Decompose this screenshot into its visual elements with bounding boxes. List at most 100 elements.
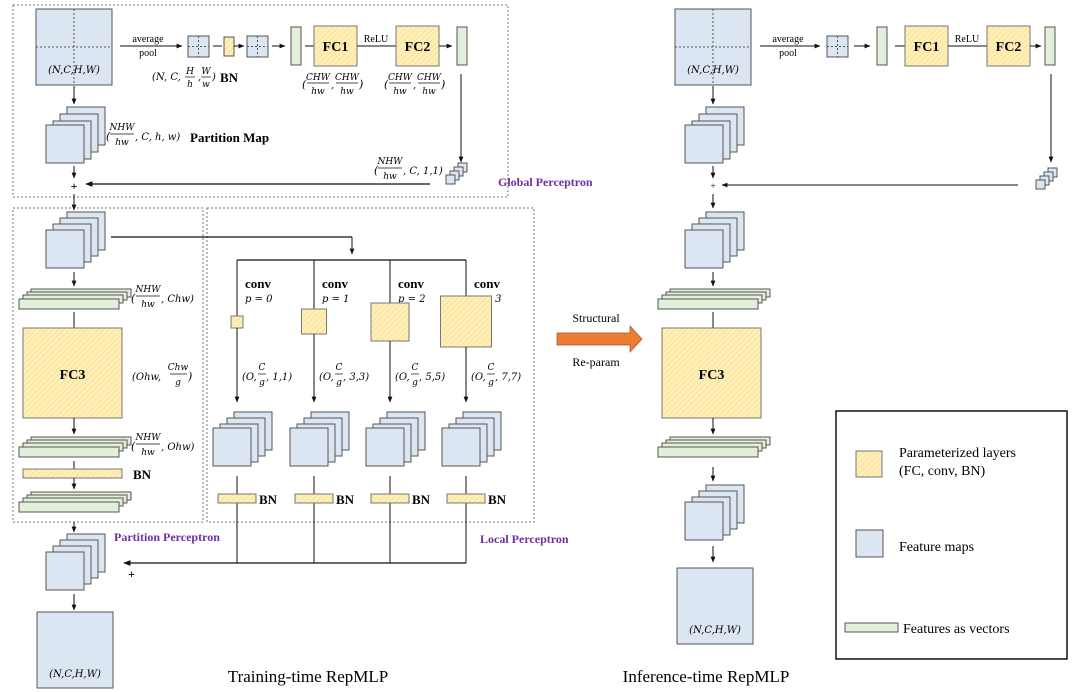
inference-partition-stack <box>684 106 745 164</box>
local-feature-stack <box>365 411 426 467</box>
kernel-shape-rest: , 3,3) <box>343 372 369 383</box>
conv-label: conv <box>474 276 501 291</box>
local-bn-layer <box>446 493 486 504</box>
training-output-stack <box>45 533 106 591</box>
inference-output-shape: (N,C,H,W) <box>689 625 741 636</box>
svg-text:hw: hw <box>141 448 155 458</box>
kernel-frac-num: C <box>336 363 343 373</box>
kernel-shape-rest: , 1,1) <box>266 372 292 383</box>
local-bn-label: BN <box>336 492 355 507</box>
partition-perceptron-label: Partition Perceptron <box>114 530 220 544</box>
conv-kernel-layer <box>440 295 492 348</box>
global-perceptron-label: Global Perceptron <box>498 175 593 189</box>
svg-text:,: , <box>413 80 416 91</box>
global-add-symbol: + <box>71 179 78 193</box>
inference-add-symbol: + <box>710 181 715 191</box>
svg-text:NHW: NHW <box>135 285 162 295</box>
global-bn-layer <box>223 36 235 57</box>
partition-map-label: Partition Map <box>190 130 269 145</box>
fc3-label: FC3 <box>60 368 86 383</box>
kernel-shape-prefix: (O, <box>242 372 257 383</box>
svg-text:, C, h, w): , C, h, w) <box>135 132 180 143</box>
svg-text:CHW: CHW <box>388 73 413 83</box>
kernel-frac-num: C <box>488 363 495 373</box>
global-vector-out <box>456 26 468 66</box>
inference-vector-stack-in <box>657 288 771 310</box>
pooled-h-den: h <box>187 80 193 90</box>
svg-text:(Ohw,: (Ohw, <box>132 372 161 383</box>
svg-text:hw: hw <box>393 87 407 97</box>
local-bn-layer <box>370 493 410 504</box>
conv-label: conv <box>398 276 425 291</box>
pooled-w-den: w <box>202 80 210 90</box>
partition-bn-label: BN <box>133 467 152 482</box>
inference-mid-stack <box>684 211 745 269</box>
svg-text:hw: hw <box>383 172 397 182</box>
inference-fc1-label: FC1 <box>914 40 940 55</box>
local-feature-stack <box>441 411 502 467</box>
global-vector-shape: ( NHW hw , C, 1,1) <box>374 157 443 182</box>
svg-text:, C, 1,1): , C, 1,1) <box>403 166 443 177</box>
legend-param-swatch <box>855 450 883 478</box>
svg-text:hw: hw <box>115 138 129 148</box>
kernel-frac-den: g <box>412 378 418 388</box>
svg-text:,: , <box>198 72 201 83</box>
svg-text:, Chw): , Chw) <box>161 294 194 305</box>
inference-vector-stack <box>1035 167 1058 190</box>
padding-label: p = 0 <box>245 294 273 305</box>
partition-bn-layer <box>22 468 123 479</box>
svg-text:): ) <box>211 72 216 83</box>
kernel-shape-rest: , 5,5) <box>419 372 445 383</box>
conv-kernel-layer <box>230 315 244 329</box>
legend-vector-swatch <box>844 622 899 633</box>
local-bn-layer <box>294 493 334 504</box>
svg-text:hw: hw <box>340 87 354 97</box>
legend-feature-map-swatch <box>855 529 884 558</box>
svg-text:(: ( <box>131 440 136 453</box>
local-feature-stack <box>212 411 273 467</box>
inference-avg-pool-bottom: pool <box>779 48 797 59</box>
legend-param-label-1: Parameterized layers <box>899 446 1016 461</box>
kernel-shape-prefix: (O, <box>319 372 334 383</box>
svg-text:NHW: NHW <box>377 157 404 167</box>
training-title: Training-time RepMLP <box>228 667 388 686</box>
pooled-w-num: W <box>201 67 211 77</box>
svg-text:NHW: NHW <box>135 433 162 443</box>
inference-output-stack <box>684 484 745 541</box>
svg-text:hw: hw <box>422 87 436 97</box>
svg-text:CHW: CHW <box>417 73 442 83</box>
local-perceptron-label: Local Perceptron <box>480 532 569 546</box>
local-bn-layer <box>217 493 257 504</box>
local-add-symbol: + <box>128 567 135 581</box>
inference-output-feature-map <box>676 567 754 645</box>
inference-vector-stack-out <box>657 436 771 458</box>
legend-vector-label: Features as vectors <box>903 622 1010 637</box>
svg-text:): ) <box>358 78 363 91</box>
conv-label: conv <box>245 276 272 291</box>
local-feature-stack <box>289 411 350 467</box>
svg-text:): ) <box>440 78 445 91</box>
reparam-label-bottom: Re-param <box>572 355 620 369</box>
inference-fc2-label: FC2 <box>996 40 1022 55</box>
pooled-feature-map-bn <box>246 35 269 58</box>
reparam-label-top: Structural <box>572 311 620 325</box>
kernel-frac-num: C <box>259 363 266 373</box>
fc3-shape: (Ohw, Chw g ) <box>132 363 192 388</box>
inference-fc3-label: FC3 <box>699 368 725 383</box>
inference-pooled-map <box>826 35 849 58</box>
svg-text:(: ( <box>384 78 389 91</box>
local-bn-label: BN <box>259 492 278 507</box>
padding-label: p = 2 <box>398 294 426 305</box>
partition-vector-stack-out <box>18 436 132 458</box>
legend-feature-map-label: Feature maps <box>899 540 974 555</box>
kernel-frac-den: g <box>336 378 342 388</box>
inference-avg-pool-top: average <box>772 34 804 45</box>
svg-text:(: ( <box>374 164 379 177</box>
legend-param-label-2: (FC, conv, BN) <box>899 464 986 479</box>
conv-kernel-layer <box>370 302 410 342</box>
fc2-layer <box>395 25 440 67</box>
svg-text:(: ( <box>131 292 136 305</box>
